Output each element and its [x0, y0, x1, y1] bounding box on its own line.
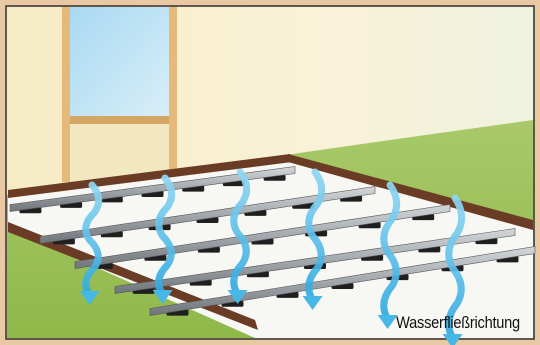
window-frame-icon	[62, 7, 177, 182]
caption: Wasserfließrichtung	[396, 313, 520, 333]
